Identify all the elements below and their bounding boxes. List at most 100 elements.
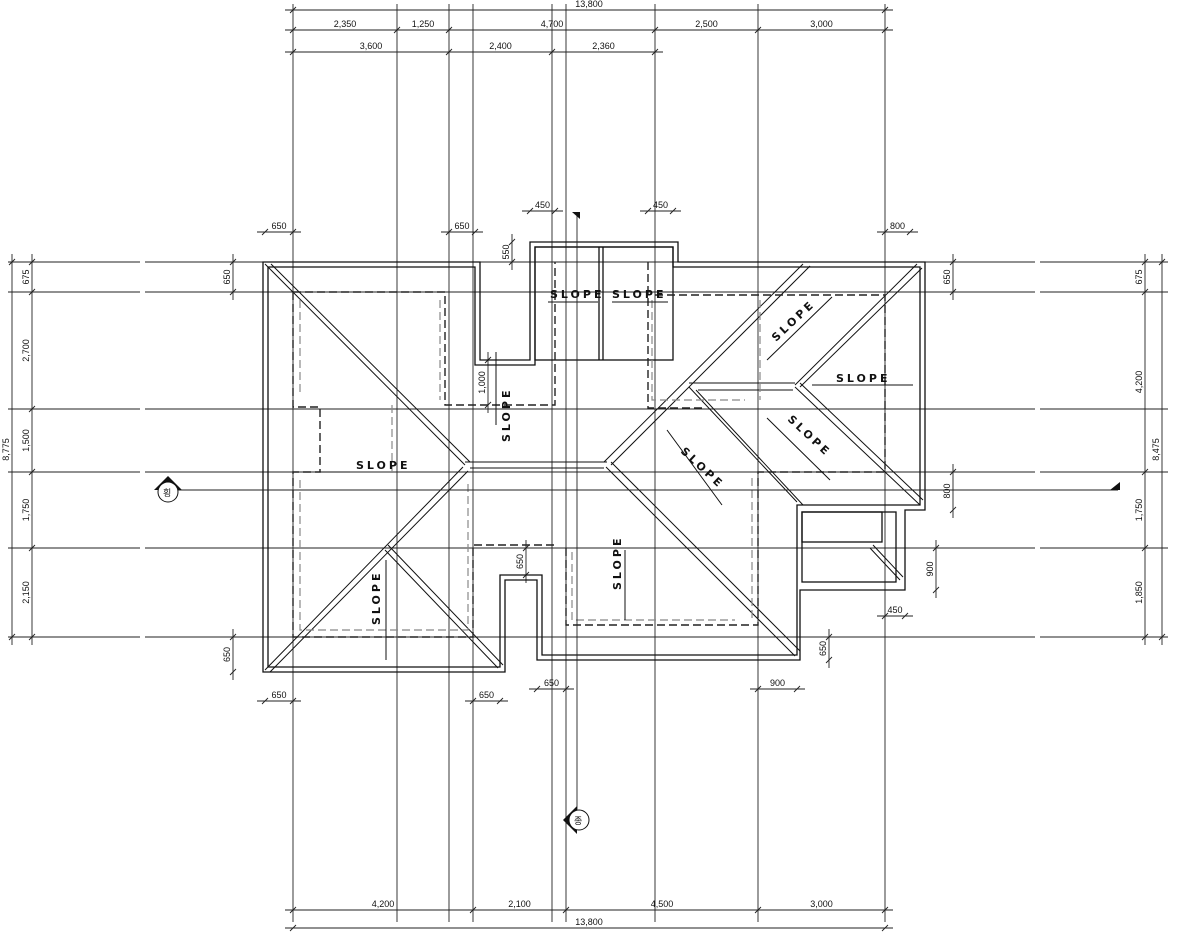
dimension-tick — [469, 906, 477, 914]
top-row1-dimension-label: 3,000 — [810, 19, 833, 29]
slope-label: SLOPE — [500, 388, 513, 442]
right-row-dimension-label: 675 — [1134, 269, 1144, 284]
local-dimension-label: 650 — [479, 690, 494, 700]
dimension-tick — [825, 656, 833, 664]
top-row2-dimension-label: 2,400 — [489, 41, 512, 51]
dimension-tick — [496, 697, 504, 705]
local-dimension-label: 650 — [544, 678, 559, 688]
local-dimension-label: 1,000 — [477, 371, 487, 394]
dimension-tick — [901, 612, 909, 620]
dimension-tick — [28, 633, 36, 641]
section-marker-transverse[interactable]: 횡 — [154, 476, 1120, 503]
dimension-tick — [533, 685, 541, 693]
dimension-tick — [289, 906, 297, 914]
dimension-tick — [471, 228, 479, 236]
slope-label: SLOPE — [785, 413, 834, 460]
dimension-tick — [289, 48, 297, 56]
dimension-tick — [548, 48, 556, 56]
left-row-dimension-label: 1,750 — [21, 499, 31, 522]
right-row-dimension-label: 4,200 — [1134, 371, 1144, 394]
dimension-tick — [754, 685, 762, 693]
dimension-tick — [906, 228, 914, 236]
local-dimension-label: 650 — [271, 690, 286, 700]
top-row2-dimension-label: 2,360 — [592, 41, 615, 51]
dimension-tick — [526, 207, 534, 215]
top-row1-dimension-label: 2,350 — [334, 19, 357, 29]
top-total-dimension-label: 13,800 — [575, 0, 603, 9]
dimension-tick — [445, 228, 453, 236]
dimension-tick — [8, 633, 16, 641]
left-row-dimension-label: 675 — [21, 269, 31, 284]
local-dimension-label: 450 — [535, 200, 550, 210]
dimension-tick — [28, 288, 36, 296]
bottom-row-dimension-label: 4,500 — [651, 899, 674, 909]
slope-label: SLOPE — [611, 536, 624, 590]
dimension-tick — [261, 697, 269, 705]
dimension-tick — [289, 6, 297, 14]
local-dimension-label: 800 — [942, 483, 952, 498]
dimension-tick — [881, 26, 889, 34]
dimension-tick — [229, 668, 237, 676]
slope-annotations: SLOPE SLOPE SLOPE SLOPE SLOPE SLOPE SLOP… — [320, 288, 913, 660]
right-row-dimension-label: 1,750 — [1134, 499, 1144, 522]
dimension-tick — [289, 26, 297, 34]
hip-ridge-lines — [264, 263, 924, 673]
dimension-tick — [508, 238, 516, 246]
slope-label: SLOPE — [370, 571, 383, 625]
dimension-tick — [508, 258, 516, 266]
dimension-tick — [949, 258, 957, 266]
dimension-tick — [825, 633, 833, 641]
dimension-tick — [1141, 633, 1149, 641]
dimension-tick — [1158, 633, 1166, 641]
dimension-tick — [28, 544, 36, 552]
local-dimension-label: 900 — [770, 678, 785, 688]
dimension-tick — [949, 468, 957, 476]
bottom-row-dimension-label: 4,200 — [372, 899, 395, 909]
section-marker-longitudinal[interactable]: 종 — [563, 212, 590, 834]
dimension-tick — [445, 26, 453, 34]
dimension-tick — [229, 258, 237, 266]
longitudinal-marker-label: 종 — [574, 816, 582, 827]
dimension-tick — [261, 228, 269, 236]
dimension-tick — [393, 26, 401, 34]
dimension-tick — [651, 48, 659, 56]
dimension-tick — [469, 697, 477, 705]
dimension-tick — [229, 633, 237, 641]
left-row-dimension-label: 1,500 — [21, 429, 31, 452]
dimension-tick — [445, 48, 453, 56]
top-row1-dimension-label: 2,500 — [695, 19, 718, 29]
dimension-tick — [8, 258, 16, 266]
dimension-tick — [229, 288, 237, 296]
dimension-tick — [669, 207, 677, 215]
dimension-tick — [289, 924, 297, 932]
dimension-tick — [28, 405, 36, 413]
left-total-dimension-label: 8,775 — [1, 438, 11, 461]
bottom-row-dimension-label: 3,000 — [810, 899, 833, 909]
dimension-tick — [28, 468, 36, 476]
dimension-tick — [932, 586, 940, 594]
local-dimension-label: 650 — [818, 641, 828, 656]
local-dimension-label: 450 — [887, 605, 902, 615]
local-dimension-label: 550 — [501, 244, 511, 259]
local-dimension-label: 900 — [925, 561, 935, 576]
dimension-tick — [881, 612, 889, 620]
local-dimension-label: 650 — [942, 269, 952, 284]
grid-lines — [8, 4, 1168, 922]
dimension-tick — [932, 544, 940, 552]
dimension-tick — [551, 207, 559, 215]
local-dimension-label: 800 — [890, 221, 905, 231]
dimension-tick — [28, 258, 36, 266]
slope-label: SLOPE — [836, 372, 890, 385]
slope-label: SLOPE — [550, 288, 604, 301]
dimension-tick — [1141, 544, 1149, 552]
transverse-marker-label: 횡 — [163, 487, 171, 499]
dimension-tick — [881, 6, 889, 14]
left-row-dimension-label: 2,700 — [21, 339, 31, 362]
dimension-tick — [881, 924, 889, 932]
bottom-total-dimension-label: 13,800 — [575, 917, 603, 927]
slope-label: SLOPE — [769, 298, 818, 345]
slope-label: SLOPE — [678, 445, 727, 492]
dimension-tick — [1141, 468, 1149, 476]
